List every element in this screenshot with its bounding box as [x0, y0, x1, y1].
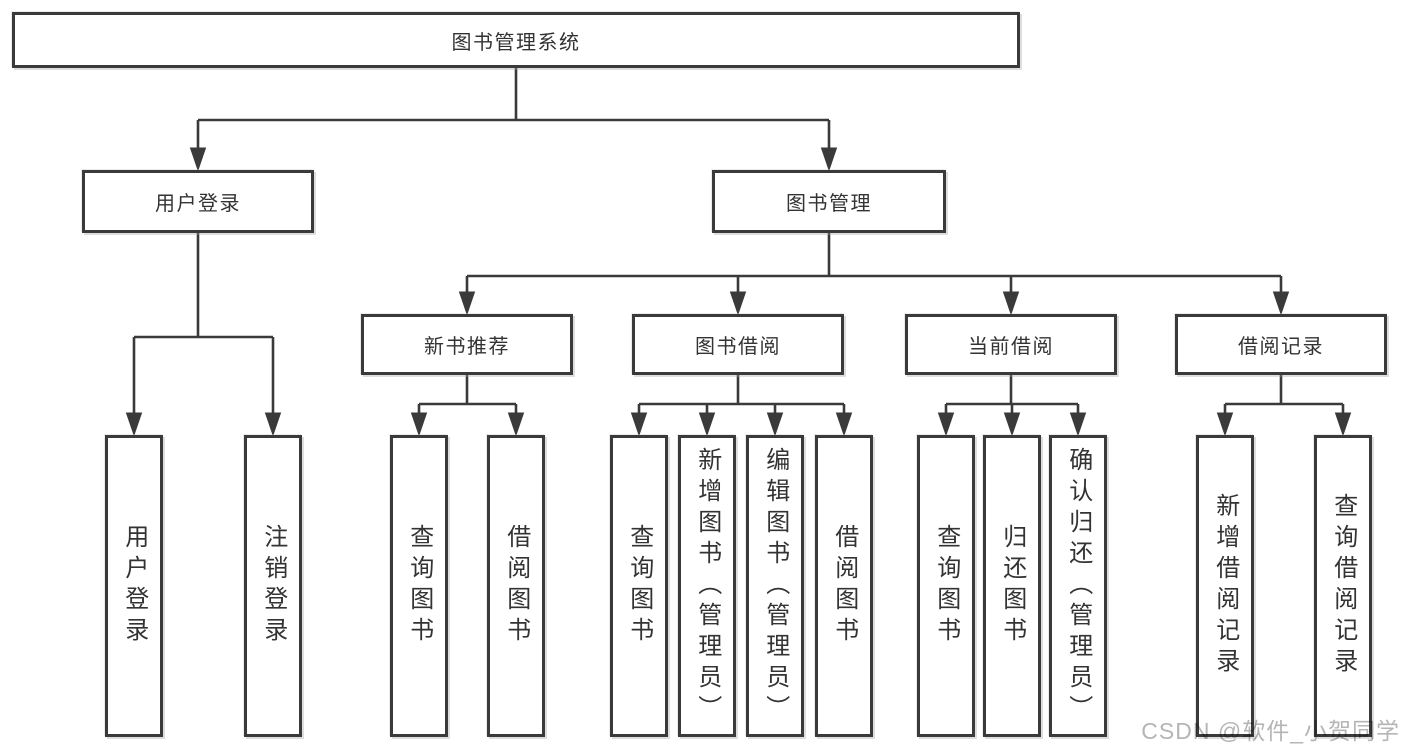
node-new-book-recommendation-label: 新书推荐 — [424, 336, 510, 358]
leaf-edit-books-admin: 编辑图书（管理员） — [746, 435, 804, 737]
leaf-borrow-books-recommend: 借阅图书 — [487, 435, 545, 737]
leaf-add-borrow-record: 新增借阅记录 — [1196, 435, 1254, 737]
leaf-add-books-admin: 新增图书（管理员） — [678, 435, 736, 737]
leaf-query-books-recommend-label: 查询图书 — [405, 524, 433, 648]
leaf-logout-label: 注销登录 — [259, 524, 287, 648]
node-book-borrowing: 图书借阅 — [632, 314, 844, 375]
leaf-edit-books-admin-label: 编辑图书（管理员） — [761, 446, 789, 726]
leaf-add-borrow-record-label: 新增借阅记录 — [1211, 493, 1239, 679]
watermark: CSDN @软件_小贺同学 — [1141, 718, 1400, 744]
node-book-management: 图书管理 — [712, 170, 946, 233]
leaf-borrow-books-recommend-label: 借阅图书 — [502, 524, 530, 648]
node-library-system-label: 图书管理系统 — [451, 31, 581, 54]
node-library-system: 图书管理系统 — [12, 12, 1020, 68]
leaf-confirm-return-admin: 确认归还（管理员） — [1049, 435, 1107, 737]
leaf-query-borrow-record: 查询借阅记录 — [1314, 435, 1372, 737]
leaf-query-books-current-label: 查询图书 — [932, 524, 960, 648]
node-borrowing-records-label: 借阅记录 — [1238, 336, 1324, 358]
leaf-query-borrow-record-label: 查询借阅记录 — [1329, 493, 1357, 679]
leaf-user-login: 用户登录 — [105, 435, 163, 737]
leaf-logout: 注销登录 — [244, 435, 302, 737]
node-book-management-label: 图书管理 — [786, 193, 872, 215]
leaf-borrow-books-borrowing: 借阅图书 — [815, 435, 873, 737]
node-current-borrowing: 当前借阅 — [905, 314, 1117, 375]
leaf-query-books-borrowing: 查询图书 — [610, 435, 668, 737]
leaf-borrow-books-borrowing-label: 借阅图书 — [830, 524, 858, 648]
node-book-borrowing-label: 图书借阅 — [695, 336, 781, 358]
leaf-return-books-label: 归还图书 — [998, 524, 1026, 648]
leaf-query-books-current: 查询图书 — [917, 435, 975, 737]
node-current-borrowing-label: 当前借阅 — [968, 336, 1054, 358]
leaf-confirm-return-admin-label: 确认归还（管理员） — [1064, 446, 1092, 726]
leaf-add-books-admin-label: 新增图书（管理员） — [693, 446, 721, 726]
node-user-login: 用户登录 — [82, 170, 314, 233]
leaf-user-login-label: 用户登录 — [120, 524, 148, 648]
node-user-login-label: 用户登录 — [155, 193, 241, 215]
node-new-book-recommendation: 新书推荐 — [361, 314, 573, 375]
node-borrowing-records: 借阅记录 — [1175, 314, 1387, 375]
leaf-return-books: 归还图书 — [983, 435, 1041, 737]
leaf-query-books-borrowing-label: 查询图书 — [625, 524, 653, 648]
leaf-query-books-recommend: 查询图书 — [390, 435, 448, 737]
